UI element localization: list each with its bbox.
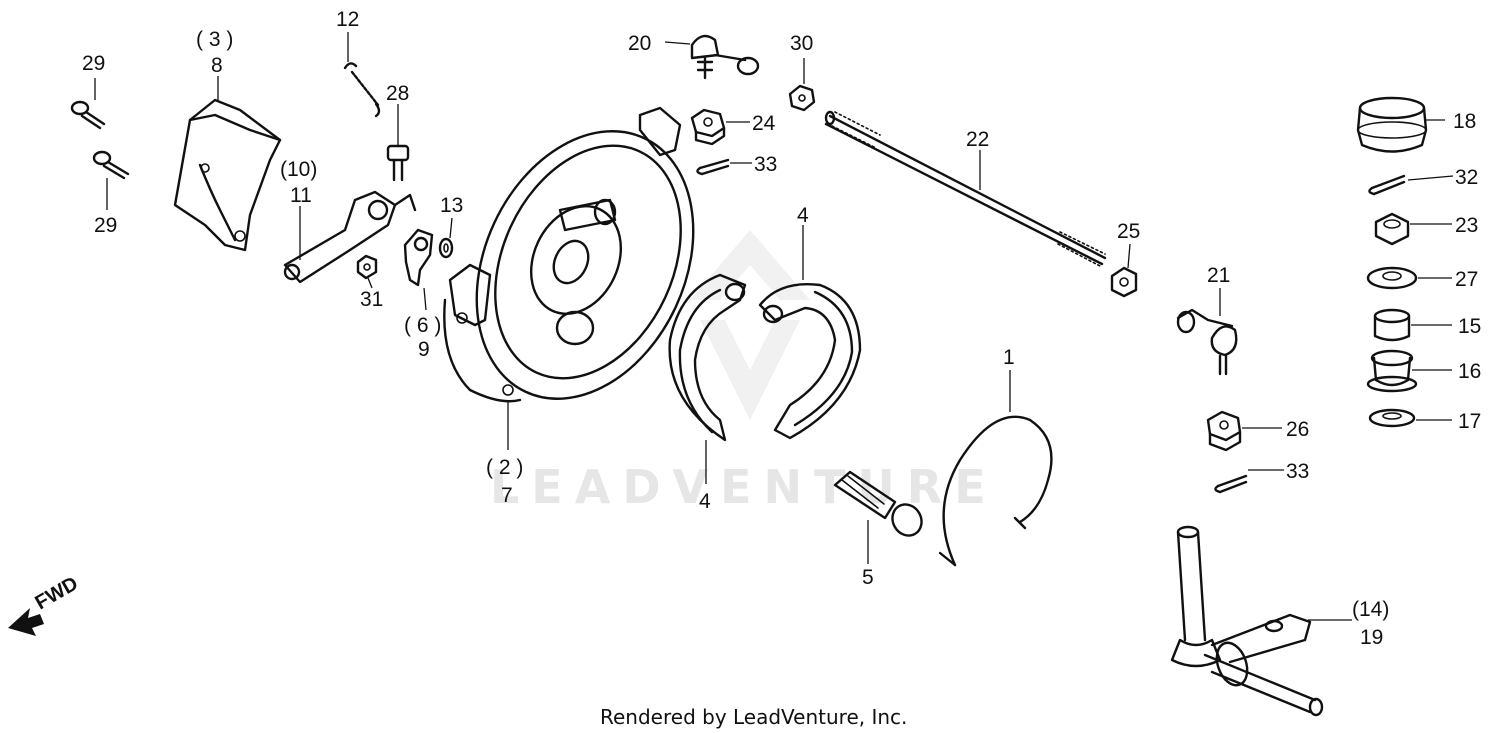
- callout-18: 18: [1453, 110, 1476, 133]
- callout-17: 17: [1458, 410, 1481, 433]
- brake-shoe-4-right: [758, 283, 862, 440]
- bushing-16: [1366, 349, 1418, 393]
- callout-10: (10): [280, 158, 317, 181]
- callout-20: 20: [628, 32, 651, 55]
- watermark-logo: [690, 230, 810, 420]
- callout-12: 12: [336, 8, 359, 31]
- callout-11: 11: [290, 184, 312, 207]
- callout-3: ( 3 ): [196, 28, 233, 51]
- nut-30: [788, 84, 816, 112]
- bolt-29-upper: [70, 100, 106, 130]
- callout-4-upper: 4: [797, 204, 809, 227]
- callout-labels: 29 29 ( 3 ) 8 12 28 (10) 11 31 ( 6 ) 9 1…: [82, 8, 1481, 649]
- brake-cam-5: [833, 470, 923, 537]
- callout-29-lower: 29: [94, 214, 117, 237]
- callout-6: ( 6 ): [404, 314, 441, 337]
- callout-16: 16: [1458, 360, 1481, 383]
- bolt-28: [386, 144, 410, 182]
- callout-1: 1: [1003, 346, 1015, 369]
- tie-rod-end-21: [1176, 308, 1238, 376]
- callout-33-upper: 33: [754, 153, 777, 176]
- callout-5: 5: [862, 566, 874, 589]
- castle-nut-26: [1206, 410, 1242, 452]
- retaining-ring-1: [938, 415, 1053, 567]
- cotter-pin-32: [1368, 174, 1406, 196]
- callout-13: 13: [440, 194, 463, 217]
- fwd-label: FWD: [32, 573, 82, 615]
- nut-25: [1110, 266, 1138, 298]
- callout-8: 8: [211, 54, 223, 77]
- watermark-text: LEADVENTURE: [490, 460, 998, 514]
- callout-21: 21: [1207, 264, 1230, 287]
- credit-text: Rendered by LeadVenture, Inc.: [600, 705, 907, 729]
- cotter-pin-33-lower: [1214, 474, 1248, 494]
- callout-2: ( 2 ): [486, 456, 523, 479]
- bracket-cover-8: [173, 98, 282, 252]
- knuckle-spindle-19: [1170, 525, 1324, 717]
- callout-28: 28: [386, 82, 409, 105]
- callout-14: (14): [1352, 598, 1389, 621]
- nut-31: [356, 254, 378, 280]
- castle-nut-24: [690, 108, 726, 146]
- cotter-pin-33-upper: [696, 158, 730, 176]
- tie-rod-22: [824, 110, 1107, 267]
- collar-15: [1373, 308, 1411, 342]
- callout-31: 31: [360, 288, 383, 311]
- forward-direction-indicator: FWD: [8, 573, 82, 636]
- callout-19: 19: [1360, 626, 1383, 649]
- nut-23: [1374, 212, 1410, 246]
- washer-17: [1368, 408, 1416, 428]
- spring-12: [343, 62, 381, 118]
- tie-rod-end-20: [690, 34, 760, 80]
- callout-27: 27: [1455, 268, 1478, 291]
- callout-32: 32: [1455, 166, 1478, 189]
- brake-shoe-4-left: [668, 273, 747, 442]
- leader-lines: [94, 32, 1454, 621]
- callout-23: 23: [1455, 214, 1478, 237]
- callout-15: 15: [1458, 315, 1481, 338]
- callout-9: 9: [418, 338, 430, 361]
- callout-26: 26: [1286, 418, 1309, 441]
- callout-22: 22: [966, 128, 989, 151]
- callout-7: 7: [501, 484, 513, 507]
- brake-panel-7: [443, 106, 695, 403]
- callout-24: 24: [752, 112, 776, 135]
- lever-plate-9: [403, 228, 434, 287]
- callout-29-upper: 29: [82, 52, 105, 75]
- callout-4-lower: 4: [699, 490, 711, 513]
- callout-30: 30: [790, 32, 813, 55]
- cap-18: [1356, 96, 1428, 153]
- washer-13: [438, 237, 454, 259]
- callout-25: 25: [1117, 220, 1140, 243]
- brake-arm-11: [283, 190, 417, 284]
- callout-33-lower: 33: [1286, 460, 1309, 483]
- bolt-29-lower: [92, 150, 130, 180]
- washer-27: [1366, 266, 1418, 290]
